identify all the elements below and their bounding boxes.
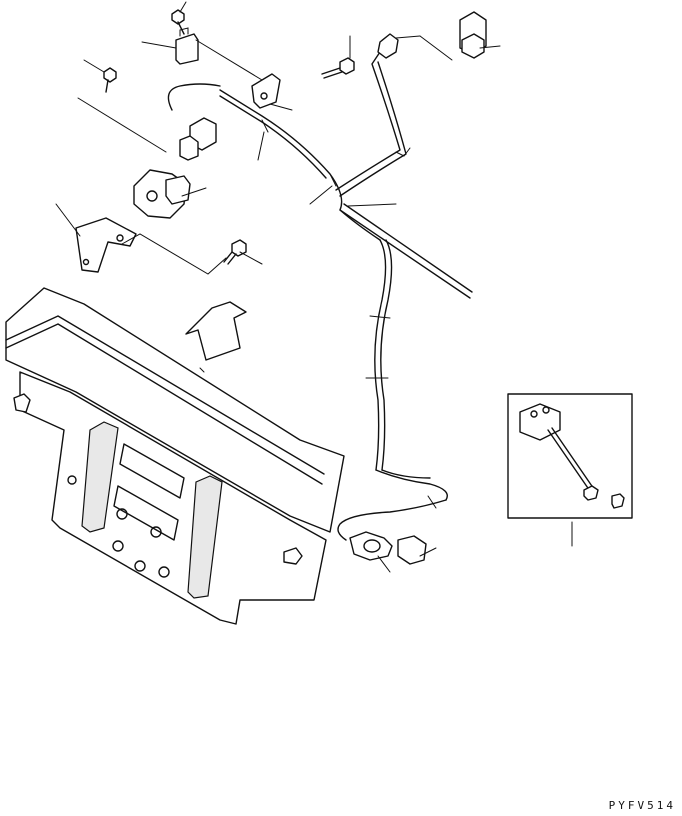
- leader-bracket: [269, 103, 293, 111]
- inset-detail: [507, 393, 633, 547]
- pressure-switch-bottom: [349, 531, 393, 573]
- wiring-harness: [219, 45, 473, 541]
- leader-clip-to-bracket: [195, 39, 263, 81]
- mounting-bracket: [75, 217, 137, 273]
- small-bracket: [251, 73, 281, 109]
- bottom-connector: [397, 535, 437, 565]
- leader-clip: [141, 41, 177, 49]
- sensor-body: [133, 169, 191, 219]
- top-connector: [377, 33, 453, 61]
- clip-part: [175, 27, 199, 65]
- bolt-lower: [223, 239, 263, 265]
- bolt-top-left: [171, 1, 187, 35]
- leader-bolt-left: [77, 97, 167, 153]
- direction-arrow: [185, 301, 247, 361]
- bolt-left: [83, 59, 117, 93]
- leader-mount-bracket: [55, 203, 81, 237]
- drawing-code: PYFV514: [608, 799, 676, 812]
- leader-sensor: [181, 187, 207, 197]
- pressure-switch-top: [459, 11, 501, 59]
- mounting-plate: [5, 287, 345, 625]
- bolt-bracket: [321, 35, 355, 79]
- sensor-connector: [167, 83, 221, 161]
- leader-bolt-bracket: [121, 233, 227, 275]
